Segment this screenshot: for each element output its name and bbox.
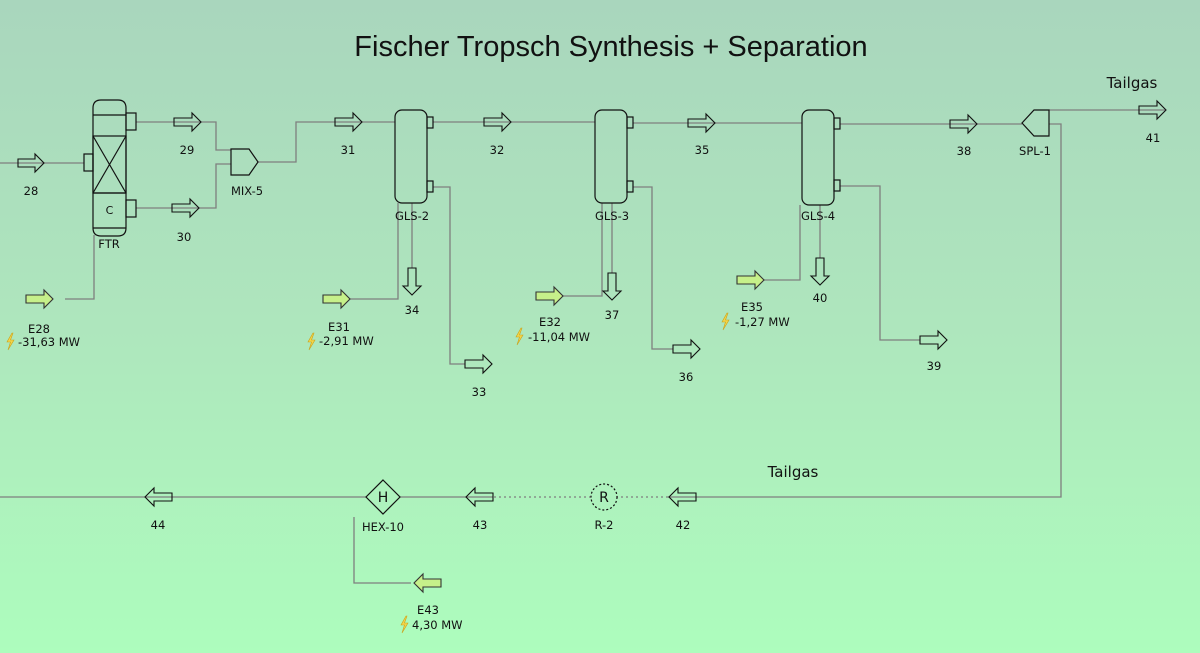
energy-arrow-e32 xyxy=(535,285,564,307)
stream-arrow-35 xyxy=(687,112,716,134)
energy-pipe-e31 xyxy=(350,203,399,300)
energy-value-e35: -1,27 MW xyxy=(735,315,790,329)
stream-arrow-29 xyxy=(173,111,202,133)
r-2-recycle[interactable]: R xyxy=(590,483,618,511)
stream-arrow-38 xyxy=(949,113,978,135)
stream-label-39: 39 xyxy=(927,359,942,373)
stream-label-37: 37 xyxy=(605,308,620,322)
energy-arrow-e43 xyxy=(413,572,442,594)
pipe-31 xyxy=(258,121,395,163)
pipe-29 xyxy=(136,121,231,151)
hex-10-label: HEX-10 xyxy=(362,520,404,534)
stream-label-38: 38 xyxy=(957,144,972,158)
gls-4-label: GLS-4 xyxy=(801,209,835,223)
mix-5-mixer[interactable] xyxy=(230,148,259,176)
ftr-cooler-label: C xyxy=(106,204,114,217)
stream-label-43: 43 xyxy=(473,518,488,532)
stream-label-40: 40 xyxy=(813,291,828,305)
pipe-30 xyxy=(136,163,231,209)
pipe-36 xyxy=(633,186,673,350)
stream-arrow-34 xyxy=(401,267,423,296)
stream-arrow-43 xyxy=(465,486,494,508)
pipe-42 xyxy=(668,123,1062,498)
energy-value-e43: 4,30 MW xyxy=(412,618,463,632)
pipe-39 xyxy=(840,185,920,341)
stream-label-34: 34 xyxy=(405,303,420,317)
r-2-label: R-2 xyxy=(595,518,614,532)
r-2-symbol: R xyxy=(599,490,609,506)
bolt-icon xyxy=(721,312,730,331)
hex-10-symbol: H xyxy=(378,490,389,506)
gls-2-label: GLS-2 xyxy=(395,209,429,223)
stream-arrow-40 xyxy=(809,257,831,286)
bolt-icon xyxy=(6,332,15,351)
energy-pipe-e32 xyxy=(563,203,603,297)
stream-arrow-30 xyxy=(171,197,200,219)
stream-label-35: 35 xyxy=(695,143,710,157)
stream-label-33: 33 xyxy=(472,385,487,399)
stream-arrow-42 xyxy=(668,486,697,508)
energy-pipe-e35 xyxy=(764,205,801,281)
ftr-reactor[interactable]: C xyxy=(83,99,137,237)
bolt-icon xyxy=(307,332,316,351)
spl-1-label: SPL-1 xyxy=(1019,144,1051,158)
energy-value-e32: -11,04 MW xyxy=(528,330,590,344)
energy-pipe-e43 xyxy=(353,517,411,584)
spl-1-splitter[interactable] xyxy=(1021,109,1050,137)
energy-value-e31: -2,91 MW xyxy=(319,334,374,348)
energy-name-e43: E43 xyxy=(417,603,439,617)
gls-3-label: GLS-3 xyxy=(595,209,629,223)
stream-arrow-36 xyxy=(672,338,701,360)
tailgas-label-top: Tailgas xyxy=(1106,74,1158,92)
gls-2-separator[interactable] xyxy=(394,109,434,204)
energy-name-e32: E32 xyxy=(539,315,561,329)
stream-label-32: 32 xyxy=(490,143,505,157)
stream-label-42: 42 xyxy=(676,518,691,532)
energy-pipe-e28 xyxy=(65,235,95,300)
energy-arrows xyxy=(25,269,765,594)
stream-arrow-32 xyxy=(483,111,512,133)
stream-label-31: 31 xyxy=(341,143,356,157)
stream-arrow-39 xyxy=(919,329,948,351)
stream-arrows xyxy=(17,99,1167,508)
stream-label-29: 29 xyxy=(180,143,195,157)
stream-arrow-33 xyxy=(464,353,493,375)
bolt-icon xyxy=(515,327,524,346)
mix-5-label: MIX-5 xyxy=(231,184,263,198)
pipes xyxy=(0,109,1165,584)
gls-3-separator[interactable] xyxy=(594,109,634,204)
energy-arrow-e35 xyxy=(736,269,765,291)
energy-name-e31: E31 xyxy=(328,320,350,334)
bolt-icon xyxy=(400,615,409,634)
stream-arrow-41 xyxy=(1138,99,1167,121)
hex-10-exchanger[interactable]: H xyxy=(365,479,401,515)
energy-name-e35: E35 xyxy=(741,300,763,314)
stream-arrow-44 xyxy=(144,486,173,508)
energy-arrow-e31 xyxy=(322,288,351,310)
bolt-icons xyxy=(6,312,730,634)
tailgas-label-bottom: Tailgas xyxy=(767,463,819,481)
energy-value-e28: -31,63 MW xyxy=(18,335,80,349)
stream-label-41: 41 xyxy=(1146,131,1161,145)
stream-label-28: 28 xyxy=(24,184,39,198)
stream-arrow-28 xyxy=(17,152,45,174)
stream-arrow-31 xyxy=(334,111,363,133)
ftr-label: FTR xyxy=(98,237,119,251)
stream-arrow-37 xyxy=(601,272,623,301)
energy-arrow-e28 xyxy=(25,288,54,310)
diagram-title: Fischer Tropsch Synthesis + Separation xyxy=(354,31,867,63)
stream-label-36: 36 xyxy=(679,370,694,384)
stream-label-44: 44 xyxy=(151,518,166,532)
pipe-33 xyxy=(433,186,465,365)
stream-label-30: 30 xyxy=(177,230,192,244)
gls-4-separator[interactable] xyxy=(801,109,841,206)
energy-name-e28: E28 xyxy=(28,322,50,336)
